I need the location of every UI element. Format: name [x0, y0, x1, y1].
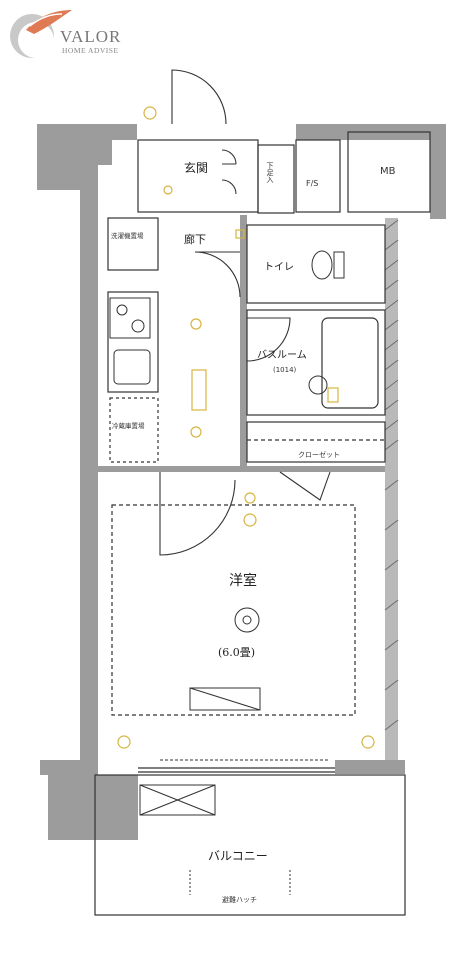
room-labels: 玄関 下足入 F/S MB 廊下 洗濯機置場 トイレ バスルーム (1014) … — [111, 160, 396, 904]
entrance-area — [137, 139, 259, 213]
fridge-space — [109, 397, 159, 463]
stove — [109, 297, 151, 339]
western-room-ceiling — [111, 504, 356, 716]
toilet-door — [194, 251, 241, 298]
light-icon — [190, 426, 202, 438]
shoe-door-1 — [221, 149, 237, 165]
switch-icon — [235, 229, 245, 239]
brand-name: VALOR — [60, 27, 121, 46]
washer-label: 洗濯機置場 — [111, 231, 144, 240]
balcony-label: バルコニー — [208, 849, 268, 863]
bathroom-door — [246, 317, 291, 362]
bathroom-room — [246, 309, 386, 416]
aircon-unit — [189, 687, 261, 711]
shoe-box — [257, 144, 295, 214]
toilet-bowl-icon — [311, 250, 333, 280]
switch-icon — [163, 185, 173, 195]
equipment-markers — [117, 106, 375, 749]
leaf-swirl-logo-icon — [10, 10, 72, 58]
fs-label: F/S — [306, 179, 318, 188]
fixtures — [109, 250, 345, 895]
shoe-door-2 — [221, 179, 237, 195]
entrance-label: 玄関 — [184, 160, 208, 175]
walls — [37, 124, 446, 840]
hallway-label: 廊下 — [184, 232, 206, 246]
mb-label: MB — [380, 166, 396, 177]
brand-logo: VALOR HOME ADVISE — [10, 10, 121, 58]
kitchen-sink — [113, 349, 151, 385]
balcony-area — [94, 774, 406, 916]
mb-space — [347, 131, 431, 213]
outlet-icon — [117, 735, 131, 749]
entry-door — [171, 69, 227, 125]
doors — [159, 69, 331, 761]
western-room-size: (6.0畳) — [218, 646, 255, 659]
toilet-room — [246, 224, 386, 304]
bathroom-size: (1014) — [273, 366, 297, 374]
ceiling-light-icon — [234, 607, 260, 633]
closet-label: クローゼット — [298, 450, 340, 459]
fridge-label: 冷蔵庫置場 — [112, 421, 145, 430]
brand-tagline: HOME ADVISE — [62, 46, 119, 55]
outlet-icon — [361, 735, 375, 749]
kitchen-counter — [107, 291, 159, 393]
washbasin-icon — [308, 375, 328, 395]
outlet-icon — [143, 106, 157, 120]
outlet-icon — [244, 492, 256, 504]
bathroom-label: バスルーム — [257, 349, 307, 361]
washer-space — [107, 217, 159, 271]
switch-icon — [243, 513, 257, 527]
closet-door — [279, 471, 331, 501]
western-room-label: 洋室 — [229, 572, 257, 589]
panel-icon — [191, 369, 207, 411]
closet-room — [246, 421, 386, 463]
toilet-label: トイレ — [264, 262, 294, 273]
balcony-hatch — [139, 784, 216, 816]
toilet-tank — [333, 251, 345, 279]
shoe-box-label: 下足入 — [266, 162, 274, 183]
burner-icon — [131, 319, 145, 333]
burner-icon — [116, 304, 128, 316]
light-icon — [190, 318, 202, 330]
bathtub — [321, 317, 379, 409]
room-door — [159, 472, 236, 556]
balcony-note: 避難ハッチ — [222, 895, 257, 904]
bath-control-icon — [327, 387, 339, 403]
room-outlines — [94, 131, 431, 916]
fs-cabinet — [295, 139, 341, 213]
right-wall-hatch — [384, 219, 399, 731]
